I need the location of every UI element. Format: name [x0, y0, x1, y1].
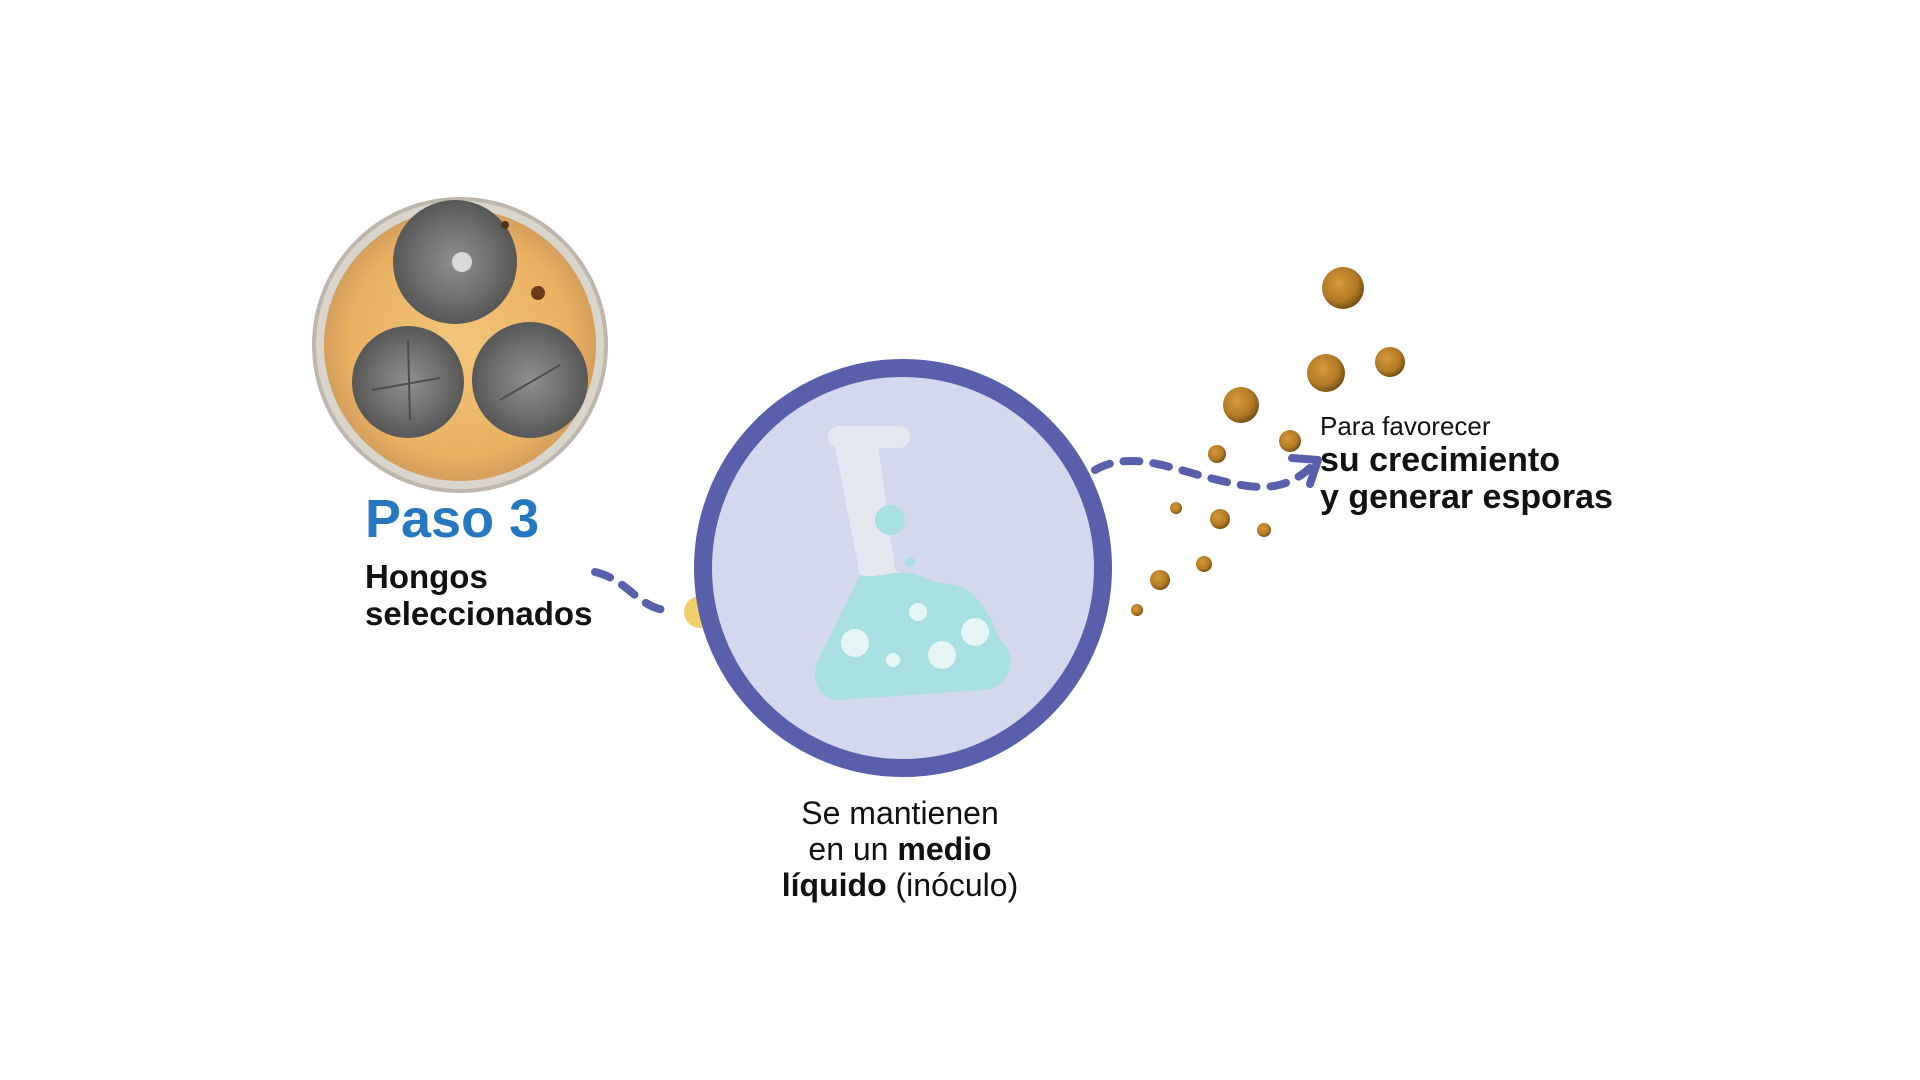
center-line3-b: (inóculo) [886, 867, 1019, 903]
center-line2-b: medio [897, 831, 992, 867]
right-caption: Para favorecer su crecimiento y generar … [1320, 410, 1613, 516]
spore [1223, 387, 1259, 423]
center-line3: líquido (inóculo) [690, 867, 1110, 903]
petri-dish [312, 197, 608, 493]
right-line1: Para favorecer [1320, 411, 1491, 441]
right-line2: su crecimiento [1320, 441, 1560, 479]
spore [1208, 445, 1226, 463]
spore [1375, 347, 1405, 377]
fungal-colony-left [352, 326, 464, 438]
step-desc-line2: seleccionados [365, 595, 593, 632]
flask-icon [814, 426, 1011, 700]
dashed-connector-left [591, 568, 676, 615]
spore [1150, 570, 1170, 590]
spore [1196, 556, 1212, 572]
fungal-colony-right [472, 322, 588, 438]
step-description: Hongos seleccionados [365, 558, 592, 632]
center-caption: Se mantienen en un medio líquido (inócul… [690, 795, 1110, 903]
step-desc-line1: Hongos [365, 558, 488, 595]
dashed-arrow-right [1091, 456, 1314, 491]
center-line3-a: líquido [781, 867, 887, 903]
arrow-icon [1288, 454, 1322, 488]
step-title: Paso 3 [365, 489, 540, 549]
spores-group [1131, 267, 1405, 616]
center-line1: Se mantienen [801, 795, 999, 831]
spore [1170, 502, 1182, 514]
spore [1210, 509, 1230, 529]
spore [1279, 430, 1301, 452]
right-line3: y generar esporas [1320, 478, 1613, 516]
spore [1307, 354, 1345, 392]
spore [1257, 523, 1271, 537]
center-line2-a: en un [808, 831, 898, 867]
center-line2: en un medio [690, 831, 1110, 867]
spore [1131, 604, 1143, 616]
spore [1322, 267, 1364, 309]
